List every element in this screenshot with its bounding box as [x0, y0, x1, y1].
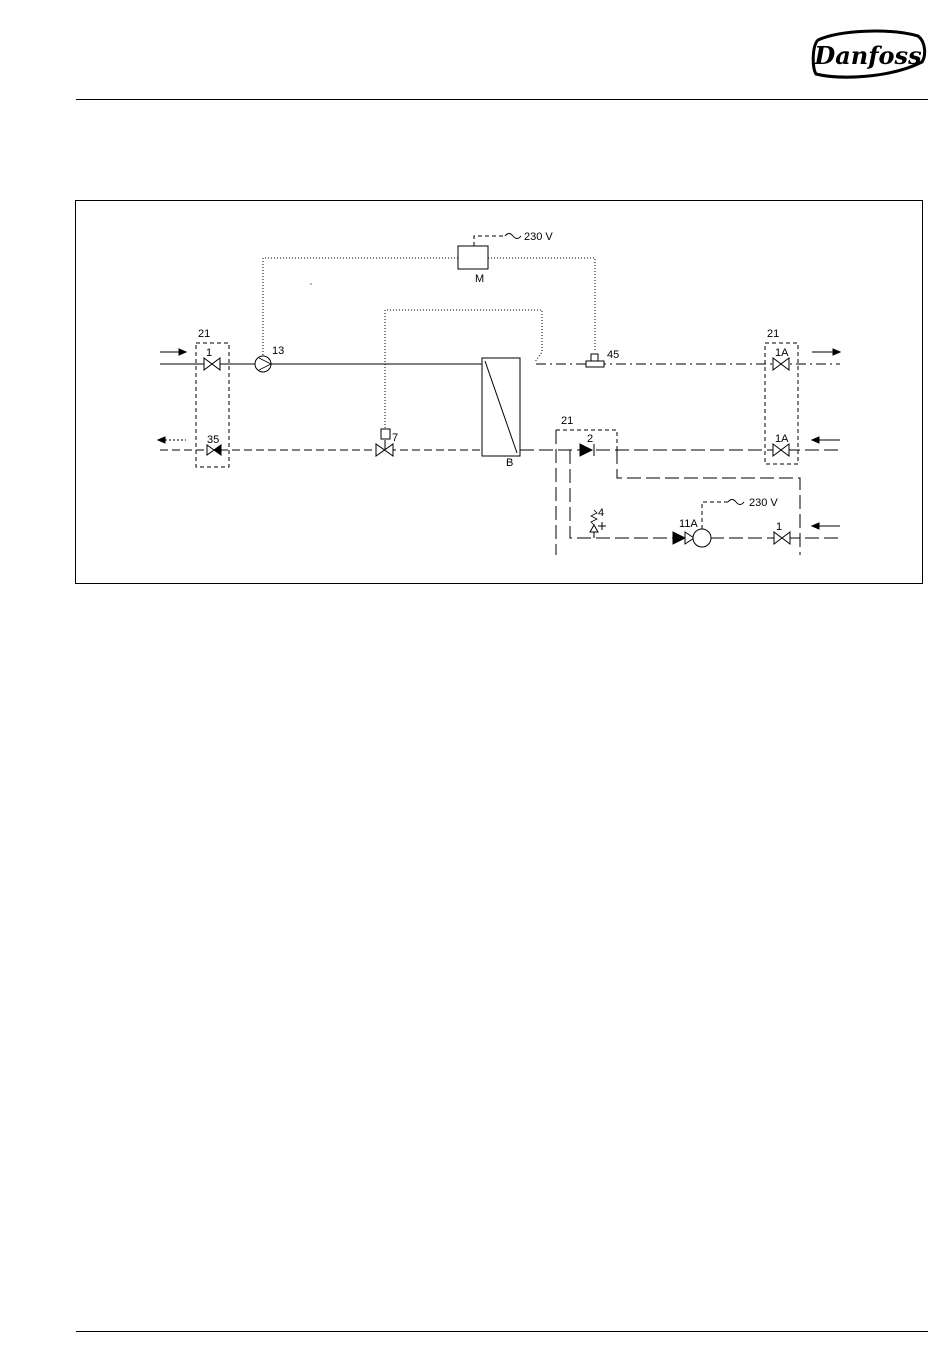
controller-label: M	[475, 273, 484, 285]
pump-secondary-label: 11A	[679, 518, 698, 530]
stray-mark	[310, 283, 311, 284]
valve-return	[207, 445, 214, 455]
pump-check-valve	[673, 532, 685, 544]
valve-cold	[774, 532, 790, 544]
temp-sensor	[586, 361, 604, 367]
group-label-right: 21	[767, 328, 779, 340]
safety-valve-label: 4	[598, 507, 604, 519]
valve-right-bottom	[773, 444, 789, 456]
valve-right-top	[773, 358, 789, 370]
valve-inlet-label: 1	[206, 347, 212, 359]
check-valve-icon	[580, 444, 592, 456]
valve-right-top-label: 1A	[775, 347, 789, 359]
ac-symbol-pump	[728, 500, 744, 505]
motor-valve-label: 7	[392, 432, 398, 444]
pump-supply-label: 230 V	[749, 497, 778, 509]
temp-sensor-label: 45	[607, 349, 619, 361]
controller-box	[458, 246, 488, 269]
valve-cold-label: 1	[776, 521, 782, 533]
pump-secondary-icon	[693, 529, 711, 547]
check-valve-label: 2	[587, 433, 593, 445]
valve-right-bottom-label: 1A	[775, 433, 789, 445]
group-label-middle: 21	[561, 415, 573, 427]
valve-return-check	[214, 445, 221, 455]
power-feed-pump	[702, 502, 728, 529]
control-wiring	[263, 258, 595, 428]
group-label-left: 21	[198, 328, 210, 340]
valve-return-label: 35	[207, 434, 219, 446]
controller-supply-label: 230 V	[524, 231, 553, 243]
safety-valve-icon	[590, 525, 598, 532]
power-feed-controller	[474, 236, 505, 246]
motor-valve-actuator	[381, 429, 390, 439]
pump-primary-icon	[255, 356, 271, 372]
valve-inlet	[204, 358, 220, 370]
pump-primary-label: 13	[272, 345, 284, 357]
ac-symbol-controller	[505, 234, 521, 239]
heat-exchanger-label: B	[506, 457, 513, 469]
